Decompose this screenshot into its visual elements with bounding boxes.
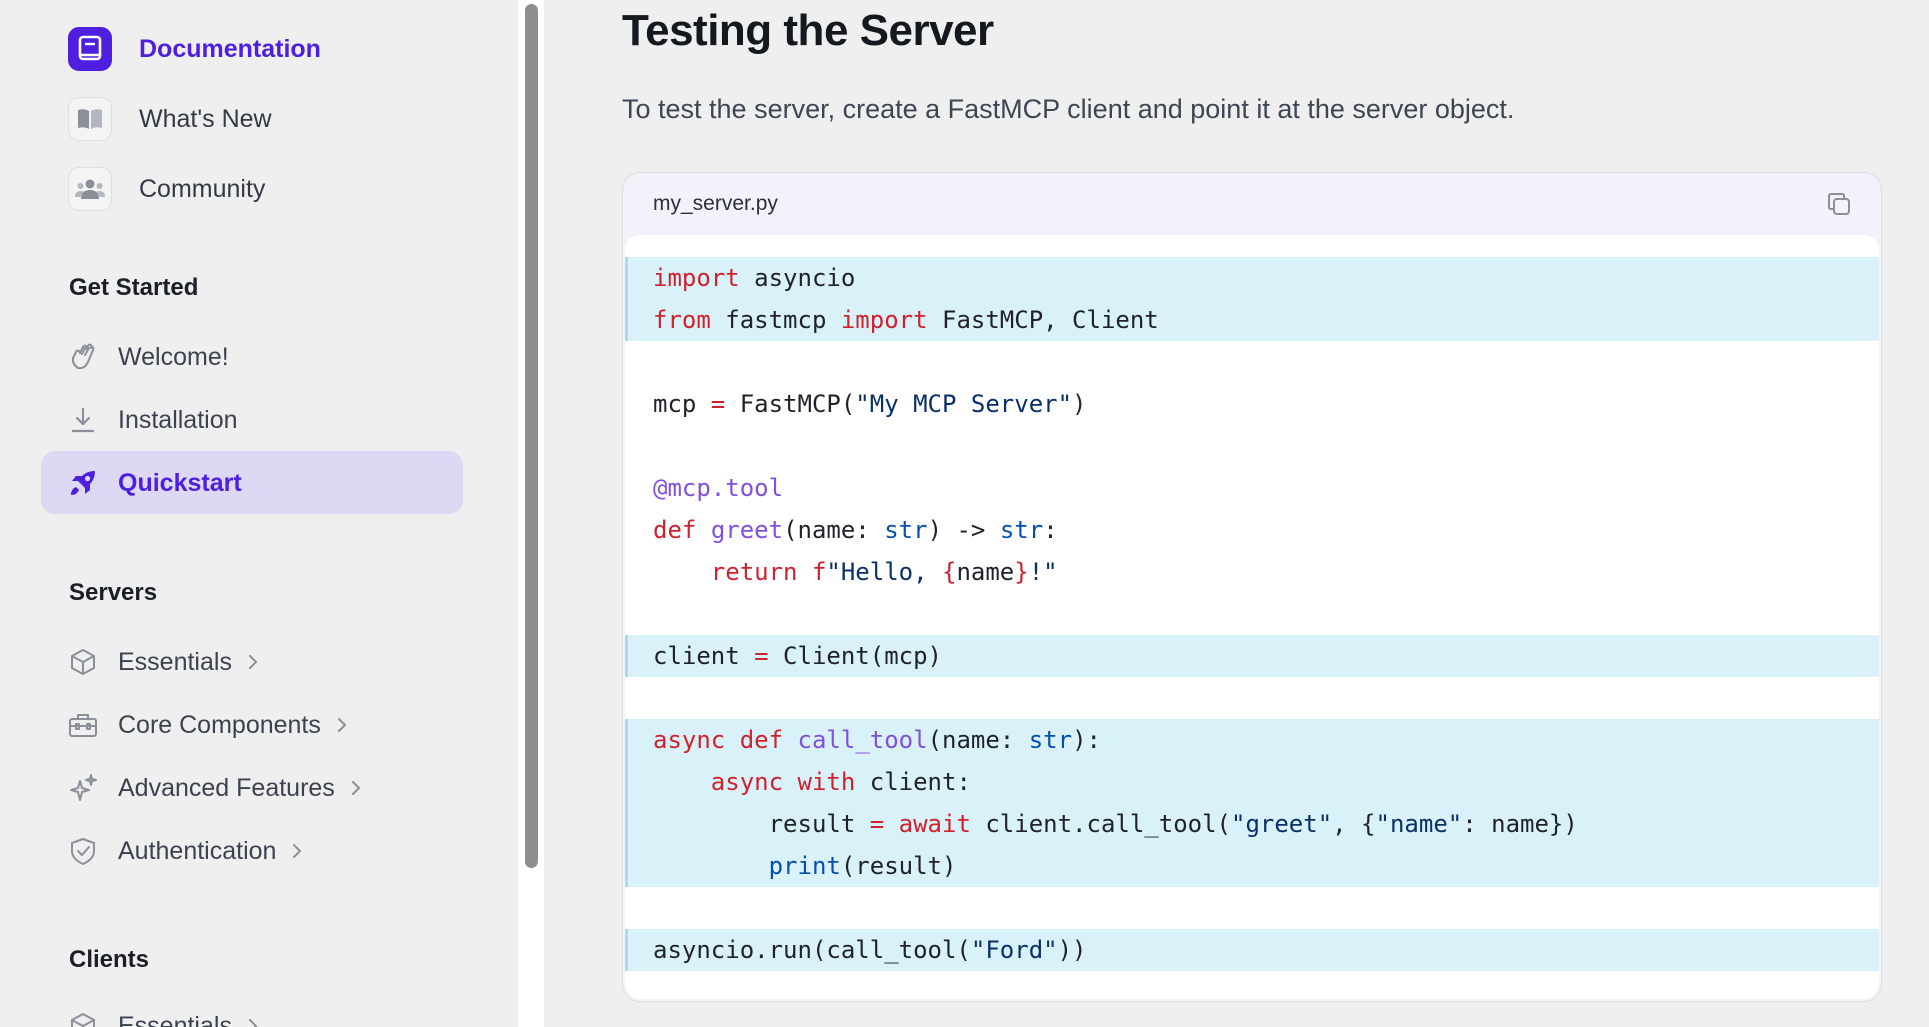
open-book-icon [68,97,112,141]
shield-check-icon [68,836,98,866]
top-link-label: Documentation [139,34,321,63]
chevron-right-icon [248,652,262,672]
code-line: result = await client.call_tool("greet",… [625,803,1879,845]
code-line: print(result) [625,845,1879,887]
code-line: from fastmcp import FastMCP, Client [625,299,1879,341]
page-title: Testing the Server [622,6,994,55]
nav-label: Core Components [118,710,321,739]
top-link-documentation[interactable]: Documentation [68,26,321,72]
nav-item-authentication[interactable]: Authentication [68,831,306,871]
code-line [625,425,1879,467]
chevron-right-icon [248,1016,262,1027]
sidebar: Documentation What's New Community Get S… [0,0,518,1027]
code-block: my_server.py import asyncio from fastmcp… [622,172,1882,1002]
cube-icon [68,647,98,677]
nav-label: Authentication [118,836,277,865]
nav-label: Welcome! [118,342,229,371]
section-title-clients: Clients [69,946,150,973]
sidebar-scrollbar-thumb[interactable] [525,4,538,868]
nav-item-core-components[interactable]: Core Components [68,705,351,745]
nav-item-welcome[interactable]: Welcome! [68,337,229,377]
top-link-label: Community [139,174,266,203]
code-block-header: my_server.py [623,173,1881,235]
code-line: async with client: [625,761,1879,803]
code-line [625,341,1879,383]
cube-icon [68,1011,98,1027]
nav-label: Essentials [118,647,232,676]
nav-item-essentials[interactable]: Essentials [68,642,262,682]
book-icon [68,27,112,71]
rocket-icon [68,468,98,498]
active-nav-highlight [41,451,463,514]
section-title-get-started: Get Started [69,274,199,301]
nav-item-quickstart[interactable]: Quickstart [68,463,242,503]
code-line: client = Client(mcp) [625,635,1879,677]
top-link-label: What's New [139,104,272,133]
nav-label: Advanced Features [118,773,335,802]
sparkles-icon [68,773,98,803]
code-line [625,677,1879,719]
nav-label: Essentials [118,1011,232,1027]
nav-label: Installation [118,405,238,434]
code-line [625,593,1879,635]
code-line: async def call_tool(name: str): [625,719,1879,761]
users-icon [68,167,112,211]
code-line: asyncio.run(call_tool("Ford")) [625,929,1879,971]
top-link-whats-new[interactable]: What's New [68,96,272,142]
code-line: @mcp.tool [653,474,784,502]
chevron-right-icon [337,715,351,735]
toolbox-icon [68,710,98,740]
chevron-right-icon [292,841,306,861]
code-line: import asyncio [625,257,1879,299]
code-line [625,887,1879,929]
code-line: return f"Hello, {name}!" [710,558,1058,586]
nav-item-installation[interactable]: Installation [68,400,238,440]
copy-icon[interactable] [1823,188,1855,220]
nav-item-advanced-features[interactable]: Advanced Features [68,768,365,808]
nav-item-clients-essentials[interactable]: Essentials [68,1006,262,1027]
section-title-servers: Servers [69,579,158,606]
nav-label: Quickstart [118,468,242,497]
code-line: mcp = FastMCP("My MCP Server") [653,390,1087,418]
code-line: def greet(name: str) -> str: [653,516,1058,544]
main-content: Testing the Server To test the server, c… [544,0,1929,1027]
code-body[interactable]: import asyncio from fastmcp import FastM… [625,235,1879,999]
waving-hand-icon [68,342,98,372]
top-link-community[interactable]: Community [68,166,265,212]
lead-paragraph: To test the server, create a FastMCP cli… [622,94,1515,124]
download-icon [68,405,98,435]
sidebar-scrollbar[interactable] [518,0,544,1027]
chevron-right-icon [351,778,365,798]
code-filename: my_server.py [653,192,778,215]
